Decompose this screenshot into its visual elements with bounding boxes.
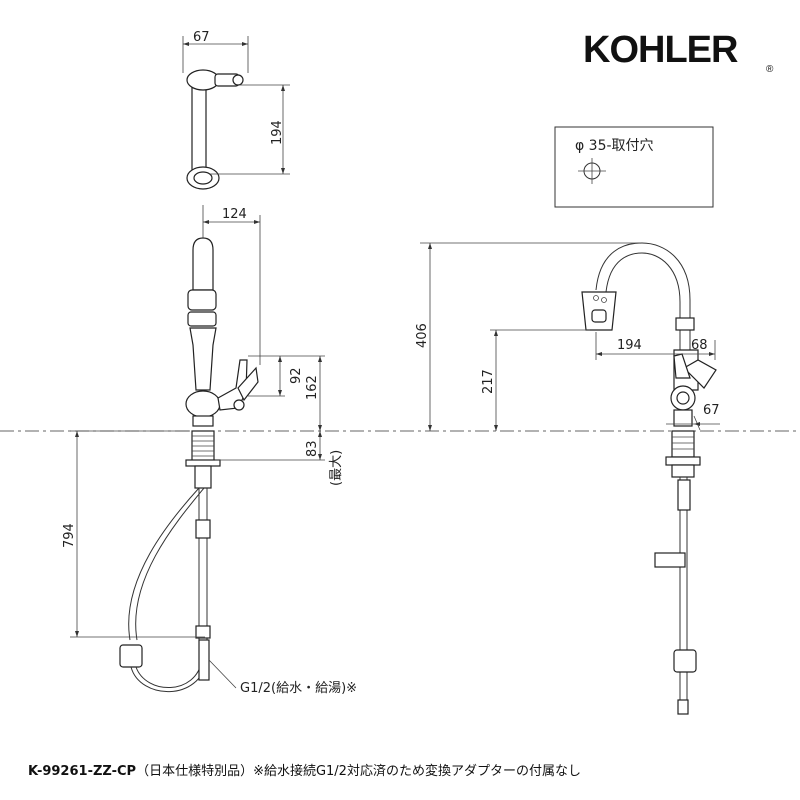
side-shank — [671, 430, 695, 458]
dim-side-offset: 68 — [691, 338, 708, 353]
dim-base-width: 67 — [703, 403, 720, 418]
registered-mark: ® — [766, 64, 774, 75]
dim-below-deck-note: (最大) — [329, 450, 344, 486]
side-lever — [683, 359, 717, 389]
side-gooseneck — [595, 242, 691, 370]
front-hose — [128, 487, 200, 641]
front-lever — [217, 359, 248, 411]
dim-top-length: 194 — [270, 120, 285, 145]
top-view: 67 194 — [182, 30, 290, 190]
mounting-hole-frame — [554, 126, 714, 208]
front-body — [189, 327, 217, 391]
kohler-logo: KOHLER ® — [583, 29, 774, 75]
model-number: K-99261-ZZ-CP — [28, 764, 137, 779]
connection-label: G1/2(給水・給湯)※ — [240, 681, 357, 696]
dim-total-height: 406 — [415, 323, 430, 348]
dim-spout-reach: 124 — [222, 207, 247, 222]
dim-top-width: 67 — [193, 30, 210, 45]
mounting-hole-box: φ 35-取付穴 — [554, 126, 714, 208]
dim-handle-height: 92 — [289, 367, 304, 384]
mounting-hole-label: φ 35-取付穴 — [575, 138, 654, 154]
dim-lever-height: 162 — [305, 375, 320, 400]
front-body-bulb — [185, 390, 221, 418]
dim-hose-length: 794 — [62, 523, 77, 548]
caption: K-99261-ZZ-CP（日本仕様特別品）※給水接続G1/2対応済のため変換ア… — [28, 760, 788, 779]
front-spray-head — [187, 289, 217, 311]
dim-outlet-height: 217 — [481, 369, 496, 394]
dim-below-deck: 83 — [305, 440, 320, 457]
side-connector — [654, 552, 686, 568]
hose-weight — [119, 644, 143, 668]
brand-name: KOHLER — [583, 29, 738, 71]
side-view: 406 217 194 68 67 — [415, 242, 720, 715]
front-spout-tip — [192, 237, 214, 291]
front-view: 124 92 162 83 (最大) 794 G1/2(給水・給湯)※ — [62, 205, 357, 696]
dim-outlet-reach: 194 — [617, 338, 642, 353]
top-view-base — [186, 69, 220, 91]
mounting-hole-symbol — [578, 158, 606, 184]
top-view-spout — [191, 79, 207, 176]
caption-note: （日本仕様特別品）※給水接続G1/2対応済のため変換アダプターの付属なし — [136, 764, 581, 779]
